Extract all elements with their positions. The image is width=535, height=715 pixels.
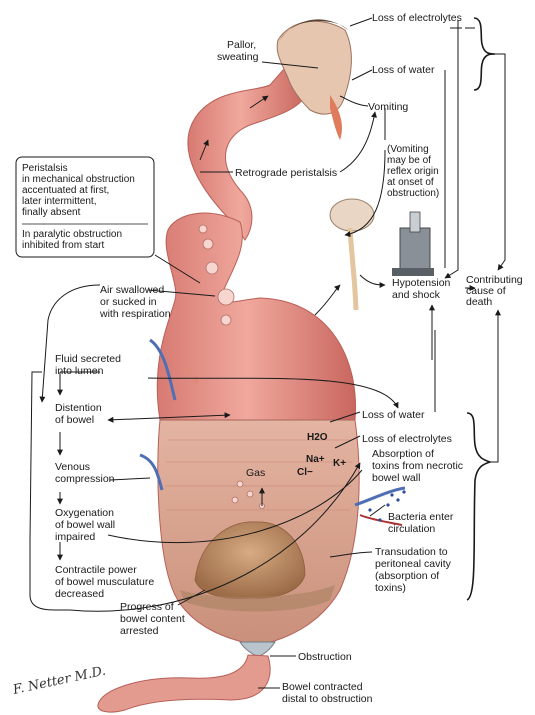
- vein-upper: [149, 338, 177, 401]
- label-loss-water-top: Loss of water: [372, 64, 435, 76]
- label-distention: Distention of bowel: [55, 402, 105, 426]
- vein-right: [354, 486, 406, 507]
- label-pallor: Pallor, sweating: [217, 39, 259, 63]
- chem-water: H2O: [307, 432, 328, 443]
- label-peristalsis-paralytic: In paralytic obstruction inhibited from …: [22, 229, 125, 251]
- label-obstruction: Obstruction: [298, 651, 352, 663]
- vein-left: [139, 453, 164, 491]
- label-loss-electrolytes-mid: Loss of electrolytes: [362, 433, 452, 445]
- bowel-illustration: [97, 59, 406, 713]
- connector-lines: [29, 17, 506, 689]
- label-venous-compression: Venous compression: [55, 461, 115, 485]
- label-bowel-contracted: Bowel contracted distal to obstruction: [282, 681, 373, 705]
- upper-bowel-loop: [187, 59, 306, 241]
- label-gas: Gas: [246, 467, 265, 479]
- proximal-dilated-segment: [156, 212, 357, 421]
- patient-head-illustration: [276, 19, 352, 140]
- peristalsis-box: [15, 156, 155, 258]
- labels: Pallor, sweating Loss of electrolytes Lo…: [22, 12, 526, 705]
- label-fluid-secreted: Fluid secreted into lumen: [55, 353, 124, 377]
- label-hypotension: Hypotension and shock: [392, 277, 453, 301]
- label-vomiting-note: (Vomiting may be of reflex origin at ons…: [387, 144, 441, 199]
- chem-potassium: K+: [333, 458, 346, 469]
- label-air-swallowed: Air swallowed or sucked in with respirat…: [99, 284, 171, 320]
- label-oxygenation: Oxygenation of bowel wall impaired: [55, 507, 118, 543]
- gas-bubbles: [198, 224, 265, 509]
- label-absorption-toxins: Absorption of toxins from necrotic bowel…: [372, 448, 466, 484]
- label-contractile-power: Contractile power of bowel musculature d…: [55, 564, 157, 600]
- label-progress-content: Progress of bowel content arrested: [120, 601, 188, 637]
- label-vomiting: Vomiting: [368, 101, 408, 113]
- label-loss-water-mid: Loss of water: [362, 409, 425, 421]
- label-transudation: Transudation to peritoneal cavity (absor…: [375, 546, 454, 594]
- sphygmomanometer-icon: [392, 211, 434, 276]
- obstruction-site: [239, 641, 276, 657]
- label-retrograde-peristalsis: Retrograde peristalsis: [235, 167, 337, 179]
- label-peristalsis-mechanical: Peristalsis in mechanical obstruction ac…: [22, 163, 138, 218]
- distal-contracted-bowel: [97, 654, 271, 713]
- label-bacteria: Bacteria enter circulation: [388, 511, 456, 535]
- artist-signature: F. Netter M.D.: [11, 664, 107, 698]
- label-loss-electrolytes-top: Loss of electrolytes: [372, 12, 462, 24]
- brain-spinal-cord-illustration: [329, 198, 375, 311]
- chem-chloride: Cl−: [297, 467, 313, 478]
- label-contributing-cause: Contributing cause of death: [466, 274, 526, 308]
- chem-sodium: Na+: [306, 454, 325, 465]
